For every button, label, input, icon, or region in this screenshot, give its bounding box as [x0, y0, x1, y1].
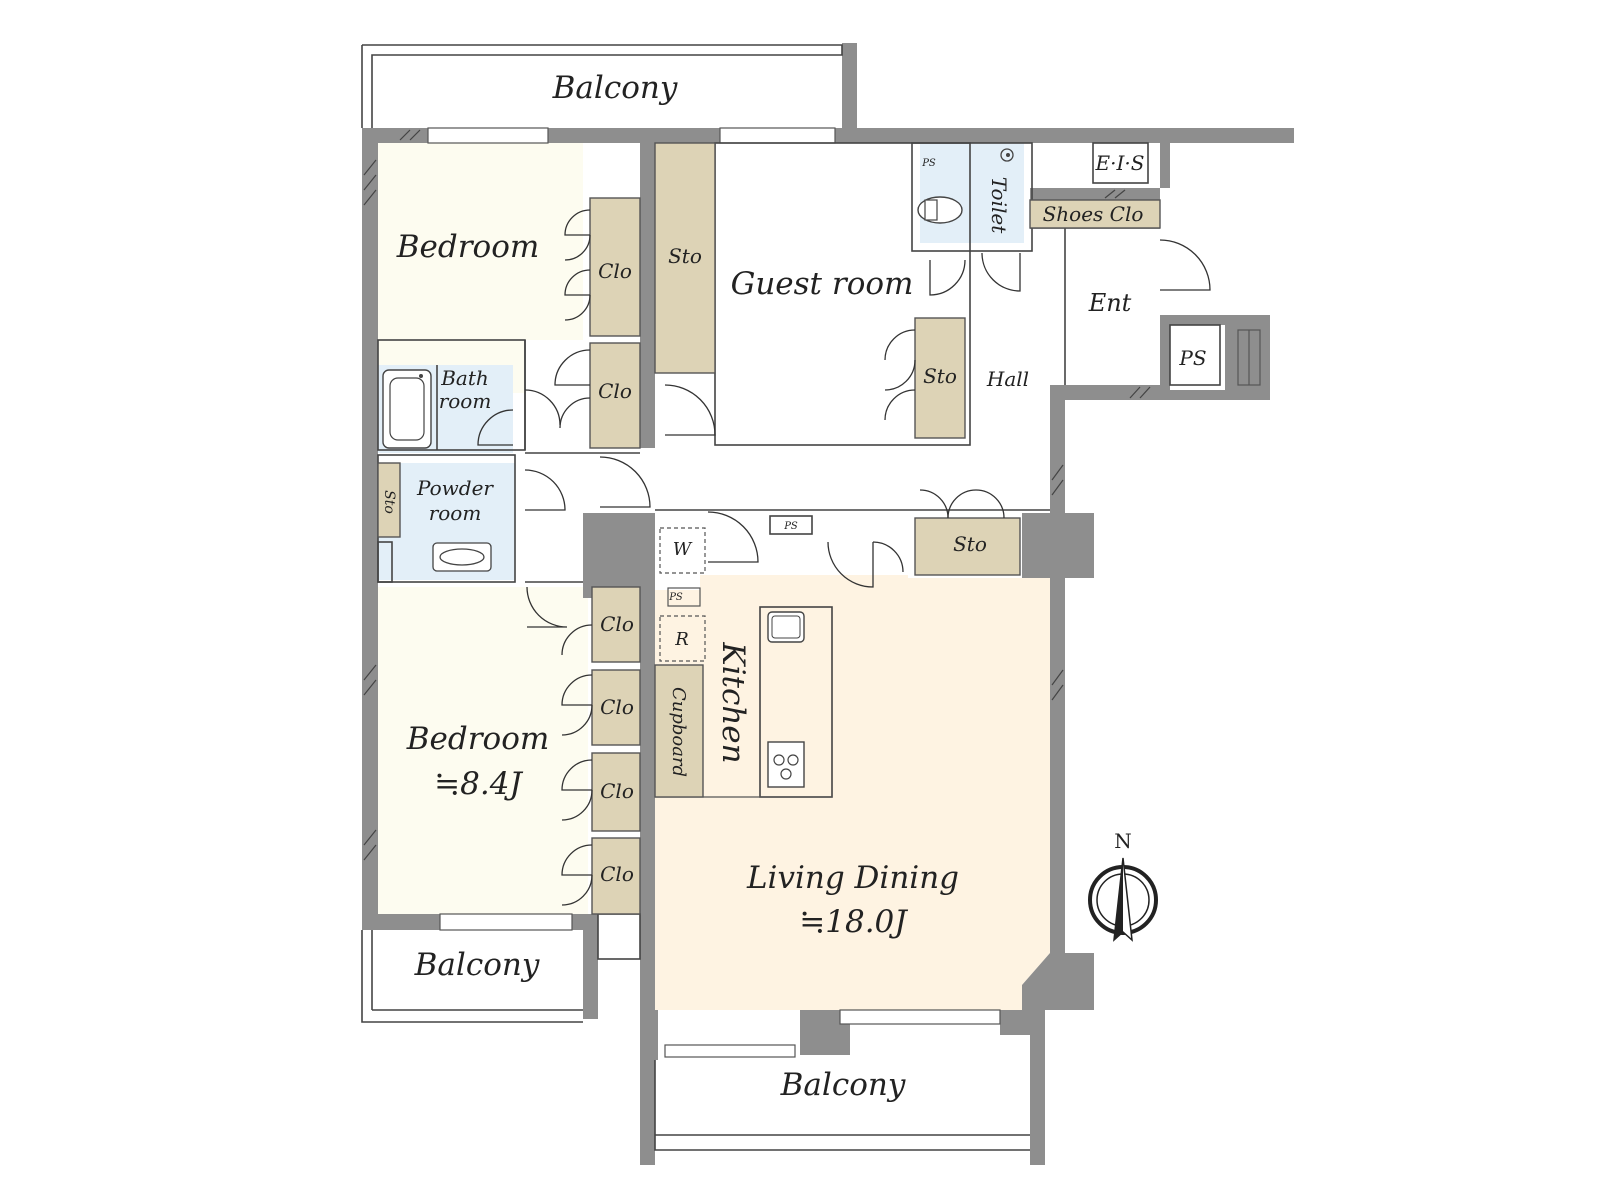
label-bedroom-2-area: ≒8.4J	[434, 766, 523, 802]
label-living-dining-area: ≒18.0J	[799, 904, 908, 940]
label-clo-4: Clo	[600, 695, 634, 719]
compass-north-label: N	[1114, 829, 1132, 853]
label-living-dining: Living Dining	[746, 860, 959, 896]
label-powder-room-line1: Powder	[416, 476, 494, 500]
label-sto-powder: Sto	[381, 490, 397, 514]
label-ent: Ent	[1088, 289, 1132, 317]
compass: N	[1088, 829, 1158, 942]
cooktop	[767, 741, 805, 788]
fixtures	[382, 148, 1014, 788]
storage-hall	[914, 317, 966, 439]
label-r: R	[674, 629, 689, 650]
label-sto-living: Sto	[953, 532, 987, 556]
label-eis: E·I·S	[1095, 151, 1145, 175]
label-bath-room-line1: Bath	[440, 366, 489, 390]
closet-bedroom2-3	[591, 752, 641, 832]
label-clo-5: Clo	[600, 779, 634, 803]
label-clo-1: Clo	[598, 259, 632, 283]
label-clo-6: Clo	[600, 862, 634, 886]
balconies	[361, 44, 1030, 1151]
closet-bedroom1-upper	[589, 197, 641, 337]
washbasin	[432, 542, 492, 572]
label-cupboard: Cupboard	[668, 687, 689, 777]
bathtub	[382, 369, 432, 449]
room-labels: Balcony Bedroom Clo Clo Sto Guest room P…	[381, 70, 1207, 1103]
closet-bedroom1-lower	[589, 342, 641, 449]
label-balcony-bottom: Balcony	[780, 1067, 906, 1103]
label-clo-2: Clo	[598, 379, 632, 403]
label-bedroom-1: Bedroom	[396, 229, 540, 265]
label-balcony-top: Balcony	[552, 70, 678, 106]
label-guest-room: Guest room	[731, 266, 914, 302]
floor-fills	[378, 143, 1050, 1010]
label-ps-small: PS	[668, 592, 683, 603]
cupboard	[654, 664, 704, 798]
label-bath-room-line2: room	[439, 389, 492, 413]
label-sto-guest: Sto	[668, 244, 702, 268]
storage-powder	[377, 462, 401, 538]
label-powder-room-line2: room	[429, 501, 482, 525]
label-kitchen: Kitchen	[715, 641, 751, 763]
kitchen-sink	[767, 611, 805, 643]
storage-units	[377, 142, 1161, 915]
label-hall: Hall	[986, 367, 1029, 391]
label-w: W	[673, 539, 693, 560]
wall-hatching	[363, 129, 1151, 861]
doors	[477, 209, 1211, 906]
label-ps-kitchen: PS	[783, 521, 798, 532]
label-shoes-clo: Shoes Clo	[1043, 202, 1144, 226]
label-clo-3: Clo	[600, 612, 634, 636]
storage-living	[914, 517, 1021, 576]
closet-bedroom2-1	[591, 586, 641, 663]
storage-guest-left	[654, 142, 716, 374]
label-ps-ent: PS	[1178, 346, 1206, 370]
label-ps-toilet: PS	[921, 158, 936, 169]
shoes-closet	[1029, 199, 1161, 229]
label-sto-hall: Sto	[923, 364, 957, 388]
label-bedroom-2: Bedroom	[406, 721, 550, 757]
label-toilet: Toilet	[987, 177, 1011, 234]
label-balcony-left: Balcony	[414, 947, 540, 983]
